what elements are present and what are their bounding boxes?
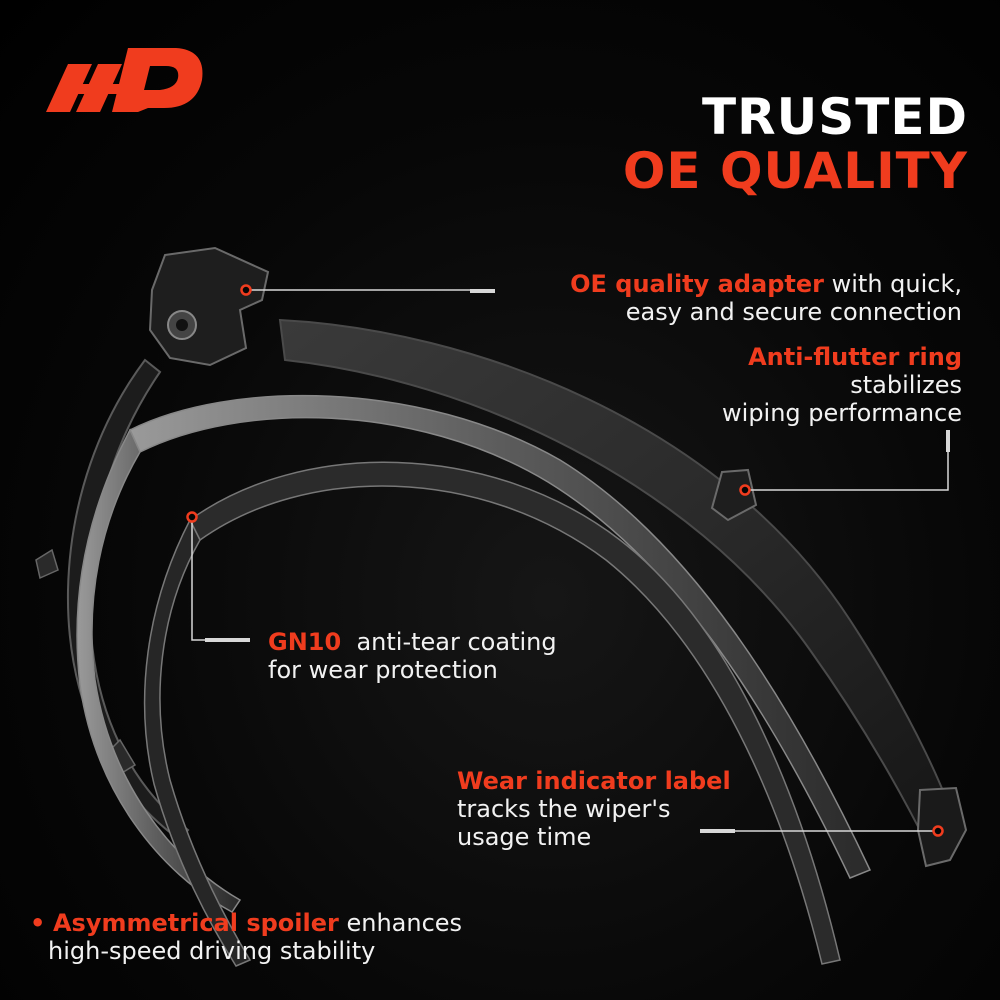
leader-lines (191, 289, 950, 833)
spoiler-callout-text: enhances (338, 909, 463, 937)
adapter-callout-highlight: OE quality adapter (570, 270, 824, 298)
coating-marker-icon (186, 511, 198, 523)
headline: TRUSTED OE QUALITY (623, 92, 968, 196)
ring-shape (710, 468, 758, 522)
spoiler-callout-highlight: Asymmetrical spoiler (52, 909, 339, 937)
coating-callout-line2: for wear protection (268, 656, 498, 685)
indicator-callout-line3: usage time (457, 823, 592, 852)
spoiler-callout: • Asymmetrical spoiler enhances high-spe… (30, 909, 590, 965)
metal-rail (129, 394, 872, 879)
indicator-callout: Wear indicator label tracks the wiper's … (457, 767, 797, 851)
coating-callout-text: anti-tear coating (341, 628, 557, 656)
adapter-shape (148, 246, 270, 367)
headline-line-2: OE QUALITY (622, 142, 968, 200)
ring-callout-line3: wiping performance (722, 399, 962, 428)
spoiler-callout-line2: high-speed driving stability (48, 937, 376, 966)
adapter-callout-line2: easy and secure connection (625, 298, 962, 327)
bullet-icon: • (30, 909, 46, 937)
coating-callout-highlight: GN10 (268, 628, 342, 656)
rubber-blade (189, 461, 841, 965)
headline-line-1: TRUSTED (702, 88, 968, 146)
indicator-marker-icon (932, 825, 944, 837)
marker-dots (186, 284, 944, 837)
ring-callout-highlight: Anti-flutter ring (748, 343, 962, 371)
brand-logo (46, 48, 203, 112)
ring-callout: Anti-flutter ring stabilizes wiping perf… (632, 343, 962, 427)
indicator-callout-line2: tracks the wiper's (457, 795, 671, 824)
adapter-callout: OE quality adapter with quick, easy and … (482, 270, 962, 326)
adapter-marker-icon (240, 284, 252, 296)
ring-marker-icon (739, 484, 751, 496)
coating-callout: GN10 anti-tear coating for wear protecti… (268, 628, 668, 684)
adapter-callout-text: with quick, (823, 270, 962, 298)
indicator-callout-highlight: Wear indicator label (457, 767, 731, 795)
ring-callout-line2: stabilizes (850, 371, 962, 400)
